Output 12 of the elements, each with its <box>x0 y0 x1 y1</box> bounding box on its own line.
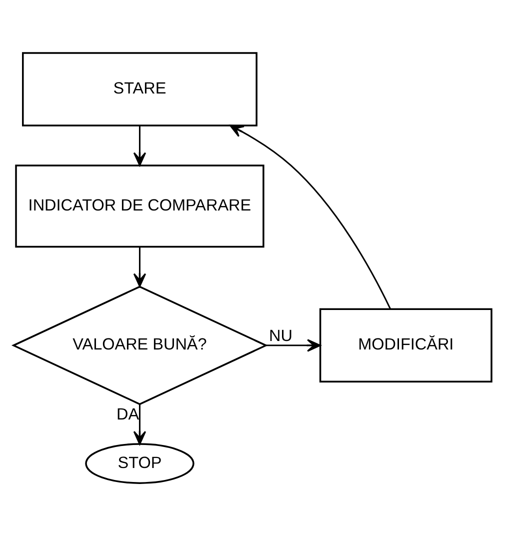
arrow <box>133 126 146 166</box>
node-box: INDICATOR DE COMPARARE <box>15 164 264 248</box>
edge-label: NU <box>269 326 292 345</box>
node-diamond: VALOARE BUNĂ? <box>11 286 268 406</box>
edge-label: DA <box>116 405 140 424</box>
node-box: MODIFICĂRI <box>319 308 492 383</box>
arrow <box>133 404 146 445</box>
arrow <box>133 246 146 288</box>
node-ellipse: STOP <box>85 443 194 484</box>
node-box: STARE <box>22 52 258 126</box>
arrow <box>266 339 321 352</box>
arrow <box>230 124 392 310</box>
